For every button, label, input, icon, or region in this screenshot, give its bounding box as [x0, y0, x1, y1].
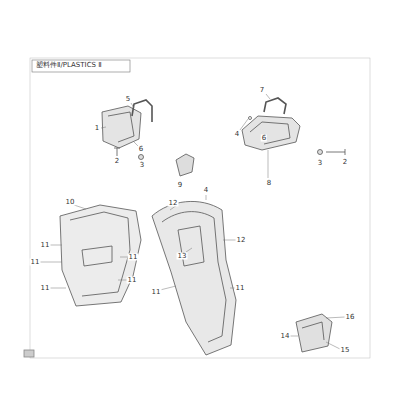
callout-number: 11: [235, 285, 246, 292]
callout-number: 15: [340, 347, 351, 354]
guard-bracket: [264, 98, 286, 114]
callout-number: 1: [94, 125, 100, 132]
fender: [152, 201, 236, 355]
small-cover: [176, 154, 194, 176]
callout-number: 9: [177, 182, 183, 189]
callout-number: 12: [236, 237, 247, 244]
title-box: [32, 60, 130, 72]
frame: [30, 58, 370, 358]
callout-number: 2: [342, 159, 348, 166]
hand-guard-left: [102, 106, 141, 148]
callout-number: 3: [139, 162, 145, 169]
callout-number: 11: [40, 285, 51, 292]
callout-number: 13: [177, 253, 188, 260]
diagram-title: 塑料件Ⅱ/PLASTICS Ⅱ: [36, 62, 102, 69]
callout-number: 7: [259, 87, 265, 94]
callout-number: 16: [345, 314, 356, 321]
side-panel: [60, 205, 141, 306]
nut: [318, 150, 323, 155]
callout-number: 11: [128, 254, 139, 261]
callout-number: 6: [138, 146, 144, 153]
guard-rod: [132, 100, 152, 122]
callout-number: 4: [203, 187, 209, 194]
cover-bracket-rib: [302, 322, 324, 340]
hand-guard-right-rib: [250, 122, 290, 144]
hand-guard-right: [242, 116, 300, 150]
side-panel-edge: [70, 212, 130, 296]
callout-number: 10: [65, 199, 76, 206]
bolt: [326, 149, 345, 155]
fender-edge: [162, 212, 226, 342]
callout-number: 11: [127, 277, 138, 284]
direction-icon: [24, 350, 34, 357]
callout-number: 14: [280, 333, 291, 340]
callout-number: 4: [234, 131, 240, 138]
callout-number: 11: [40, 242, 51, 249]
fender-opening: [178, 226, 204, 266]
callout-number: 11: [30, 259, 41, 266]
callout-number: 11: [151, 289, 162, 296]
washer: [249, 117, 252, 120]
nut: [139, 155, 144, 160]
callout-number: 12: [168, 200, 179, 207]
callout-number: 2: [114, 158, 120, 165]
side-panel-recess: [82, 246, 112, 266]
cover-bracket: [296, 314, 332, 352]
hand-guard-left-rib: [108, 112, 134, 142]
callout-number: 6: [261, 135, 267, 142]
callout-number: 3: [317, 160, 323, 167]
callout-number: 5: [125, 96, 131, 103]
callout-number: 8: [266, 180, 272, 187]
bolt: [114, 148, 120, 156]
